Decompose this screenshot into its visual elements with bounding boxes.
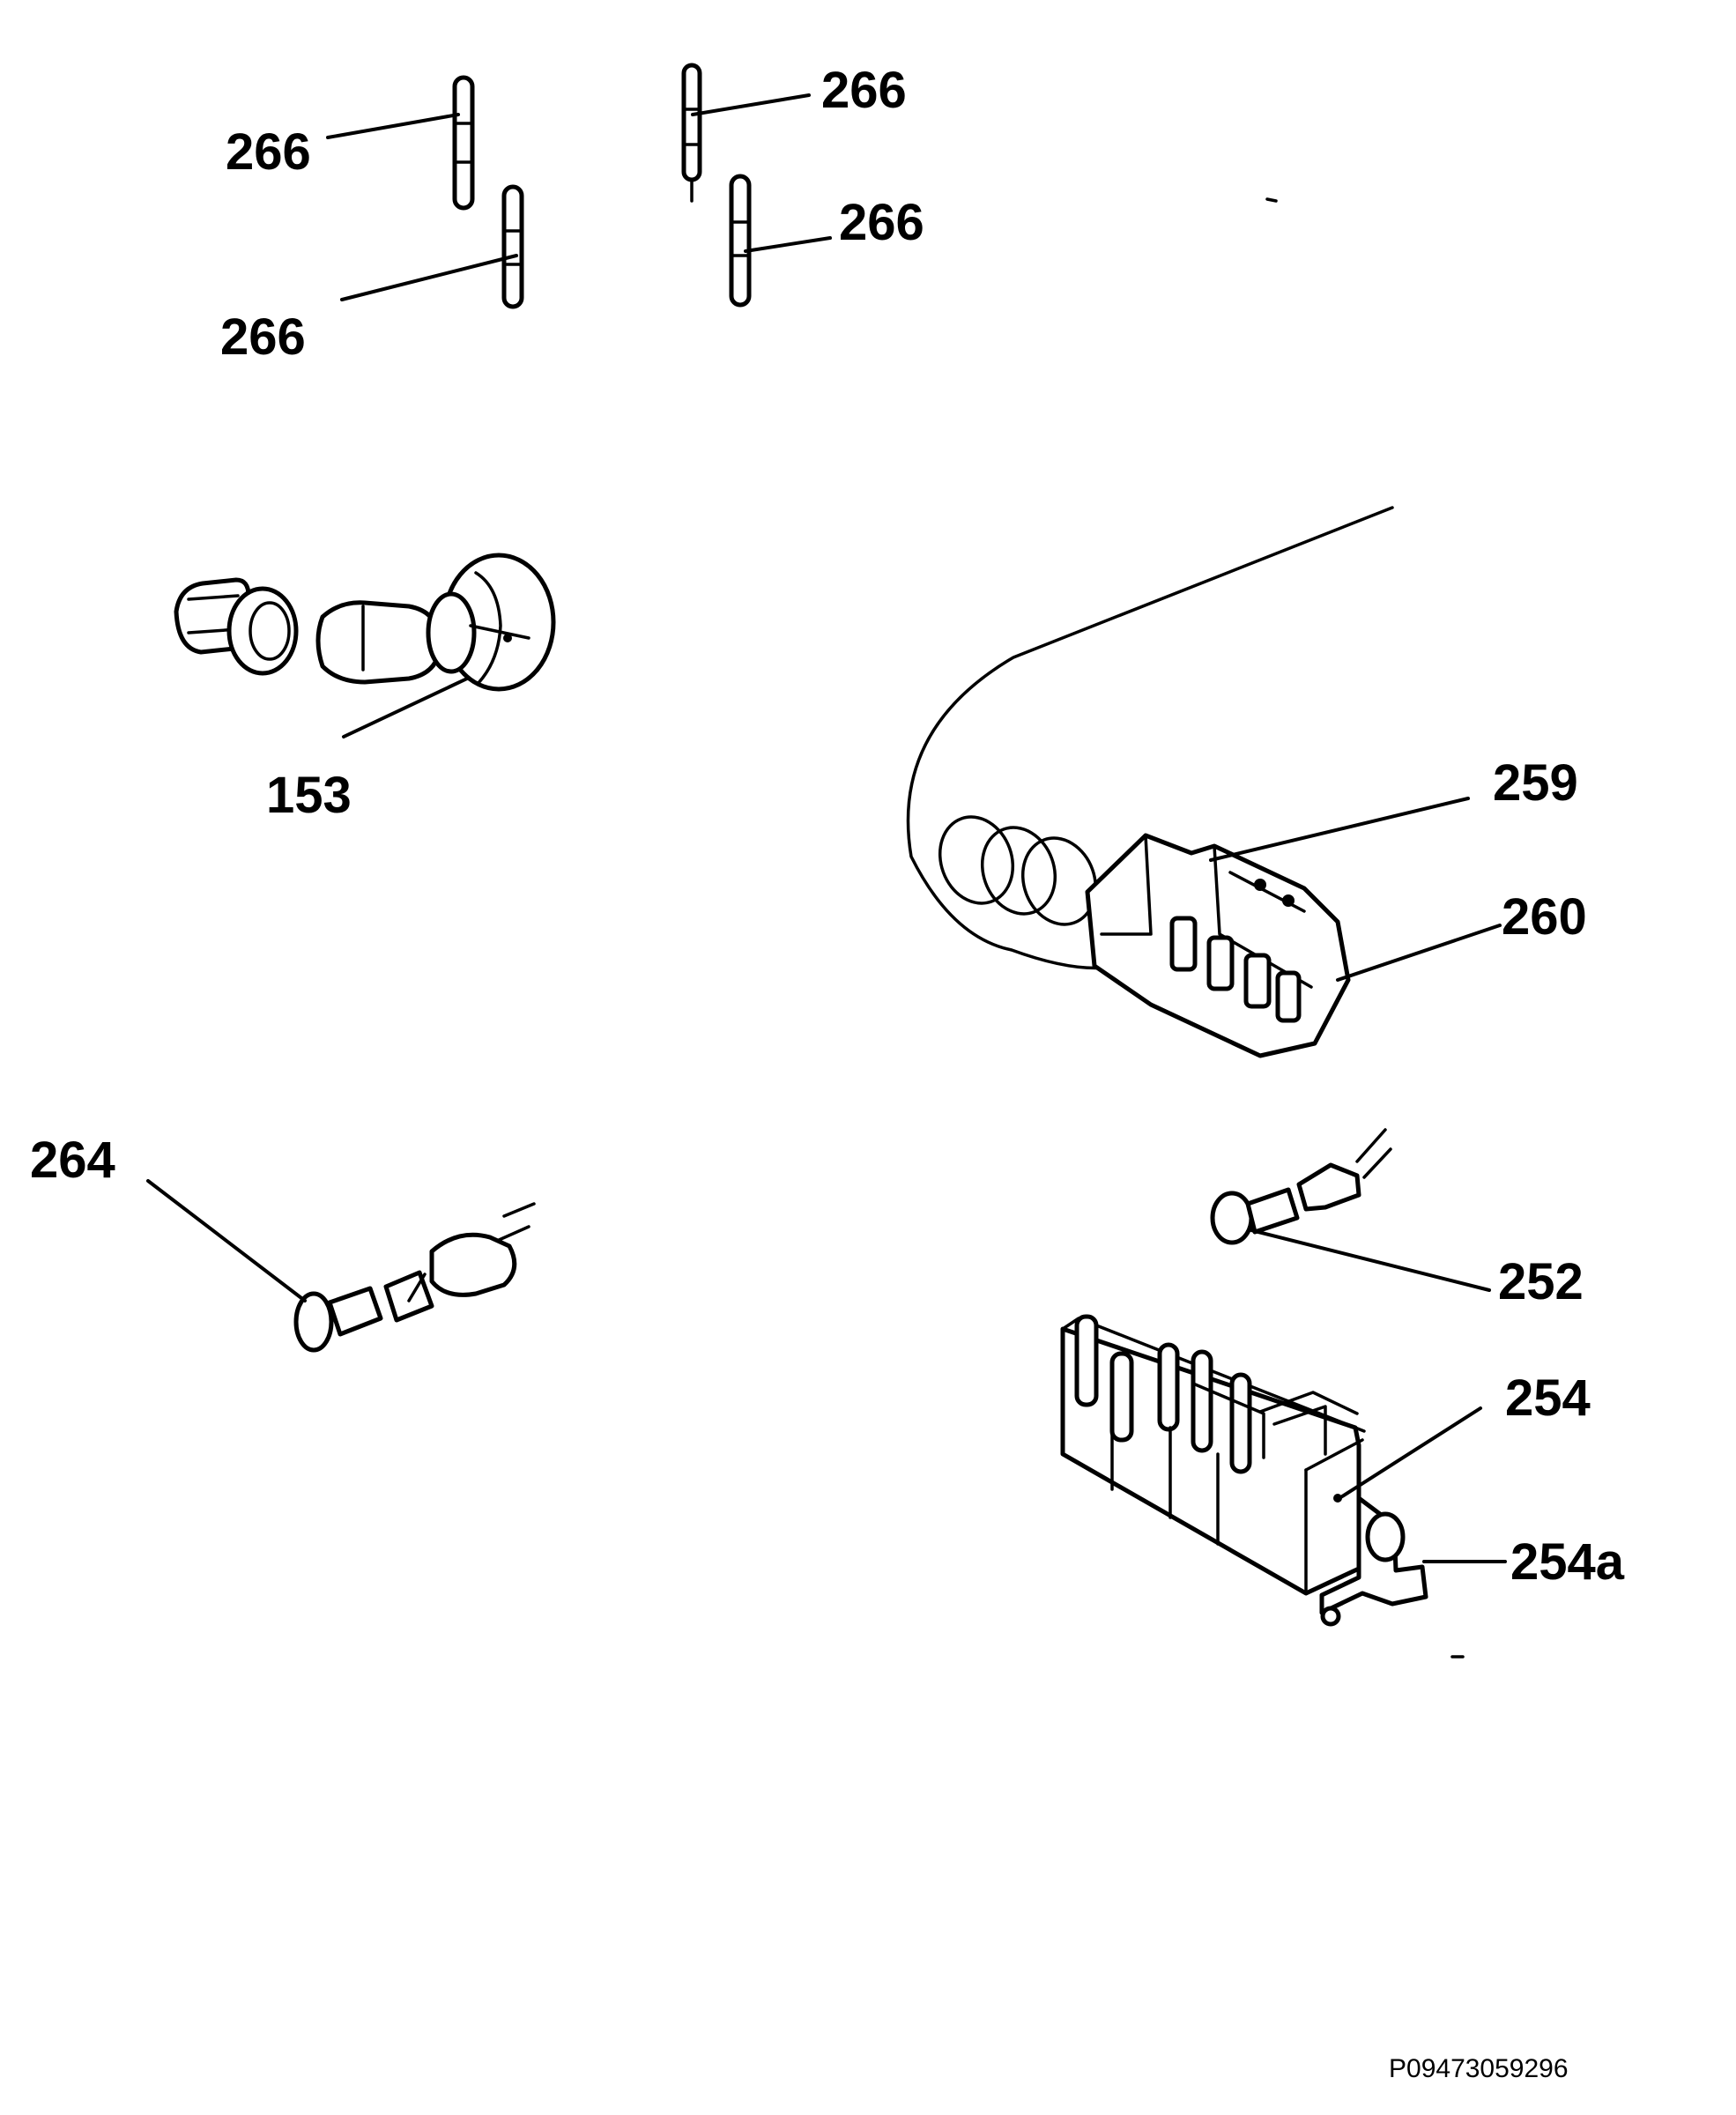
label-generator: 254 <box>1505 1369 1591 1427</box>
leader-pin-a <box>326 113 460 139</box>
label-pin-d: 266 <box>839 194 924 251</box>
label-knob: 153 <box>266 767 352 824</box>
label-igniter: 252 <box>1498 1253 1584 1310</box>
leader-switch-lower <box>1336 924 1502 982</box>
leader-igniter <box>1250 1228 1491 1292</box>
spark-plug-part <box>293 1202 536 1353</box>
pin-part-c <box>681 63 702 203</box>
leader-knob <box>342 677 469 738</box>
switch-part <box>906 506 1394 1058</box>
pin-part-d <box>729 174 752 308</box>
igniter-part <box>1210 1128 1392 1245</box>
leader-switch-upper <box>1209 797 1470 862</box>
label-spark-plug: 264 <box>30 1132 115 1189</box>
knob-part <box>174 553 556 692</box>
reference-code: P09473059296 <box>1389 2054 1569 2083</box>
label-pin-b: 266 <box>220 308 306 366</box>
leader-generator <box>1338 1406 1482 1500</box>
pin-part-b <box>501 184 524 309</box>
leader-pin-b <box>340 254 518 301</box>
leader-spark-plug <box>146 1179 307 1302</box>
generator-part <box>1060 1314 1428 1627</box>
label-pin-c: 266 <box>821 62 907 119</box>
pin-part-a <box>452 75 475 211</box>
leader-pin-d <box>744 236 832 253</box>
speck-mark <box>1265 197 1278 203</box>
leader-pin-c <box>691 93 811 116</box>
label-pin-a: 266 <box>226 123 311 181</box>
label-switch-upper: 259 <box>1493 754 1578 812</box>
label-generator-bracket: 254a <box>1510 1533 1625 1591</box>
label-switch-lower: 260 <box>1502 888 1587 946</box>
